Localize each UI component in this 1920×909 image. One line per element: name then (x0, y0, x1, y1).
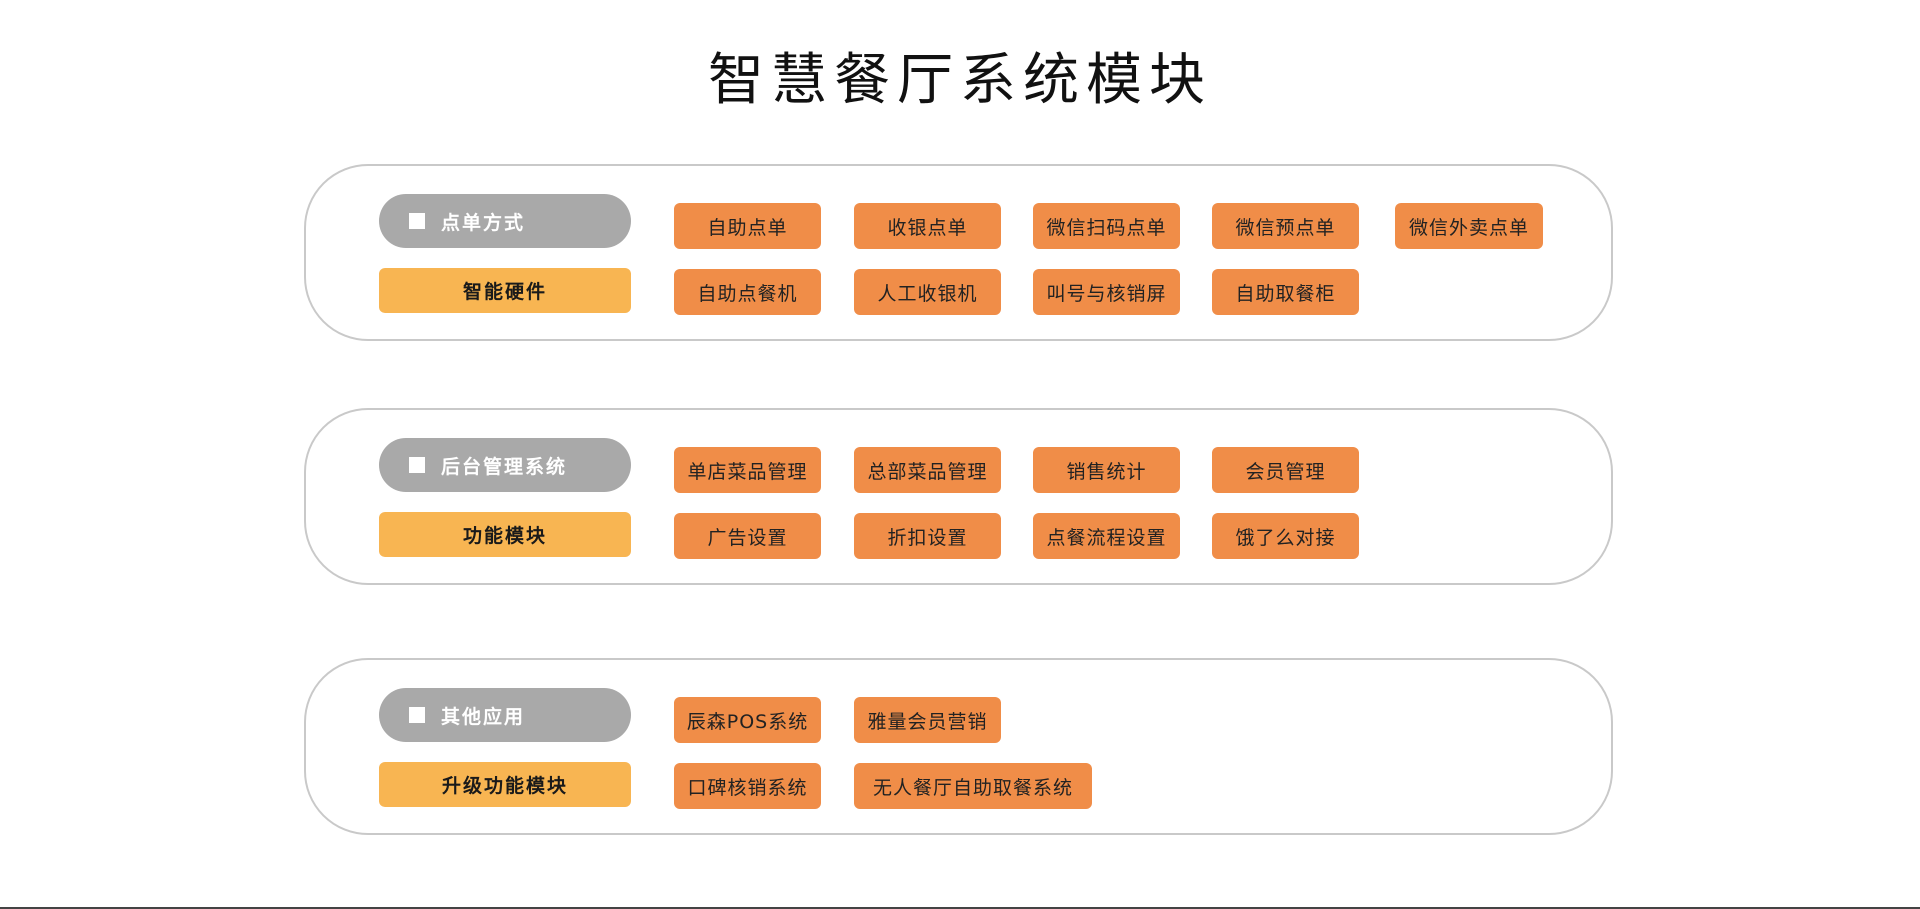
module-chip: 单店菜品管理 (674, 447, 821, 493)
bottom-divider (0, 907, 1920, 909)
module-chip: 叫号与核销屏 (1033, 269, 1180, 315)
module-chip: 自助取餐柜 (1212, 269, 1359, 315)
category-pill: 其他应用 (379, 688, 631, 742)
module-chip: 微信预点单 (1212, 203, 1359, 249)
module-chip: 自助点餐机 (674, 269, 821, 315)
module-chip: 收银点单 (854, 203, 1001, 249)
module-chip: 销售统计 (1033, 447, 1180, 493)
module-chip: 会员管理 (1212, 447, 1359, 493)
module-chip: 点餐流程设置 (1033, 513, 1180, 559)
category-pill: 点单方式 (379, 194, 631, 248)
module-chip: 饿了么对接 (1212, 513, 1359, 559)
section-backend: 后台管理系统 功能模块 单店菜品管理 总部菜品管理 销售统计 会员管理 广告设置… (304, 408, 1613, 585)
square-bullet-icon (409, 457, 425, 473)
module-chip: 广告设置 (674, 513, 821, 559)
module-chip: 微信外卖点单 (1395, 203, 1543, 249)
module-chip: 人工收银机 (854, 269, 1001, 315)
module-chip: 折扣设置 (854, 513, 1001, 559)
section-ordering: 点单方式 智能硬件 自助点单 收银点单 微信扫码点单 微信预点单 微信外卖点单 … (304, 164, 1613, 341)
square-bullet-icon (409, 213, 425, 229)
module-chip: 雅量会员营销 (854, 697, 1001, 743)
module-chip: 无人餐厅自助取餐系统 (854, 763, 1092, 809)
section-other-apps: 其他应用 升级功能模块 辰森POS系统 雅量会员营销 口碑核销系统 无人餐厅自助… (304, 658, 1613, 835)
subtitle-label: 智能硬件 (379, 268, 631, 313)
module-chip: 微信扫码点单 (1033, 203, 1180, 249)
module-chip: 总部菜品管理 (854, 447, 1001, 493)
module-chip: 辰森POS系统 (674, 697, 821, 743)
category-pill: 后台管理系统 (379, 438, 631, 492)
square-bullet-icon (409, 707, 425, 723)
category-label: 其他应用 (441, 705, 526, 728)
category-label: 后台管理系统 (441, 455, 568, 478)
subtitle-label: 升级功能模块 (379, 762, 631, 807)
module-chip: 自助点单 (674, 203, 821, 249)
page-title: 智慧餐厅系统模块 (708, 48, 1212, 113)
subtitle-label: 功能模块 (379, 512, 631, 557)
module-chip: 口碑核销系统 (674, 763, 821, 809)
category-label: 点单方式 (441, 211, 526, 234)
